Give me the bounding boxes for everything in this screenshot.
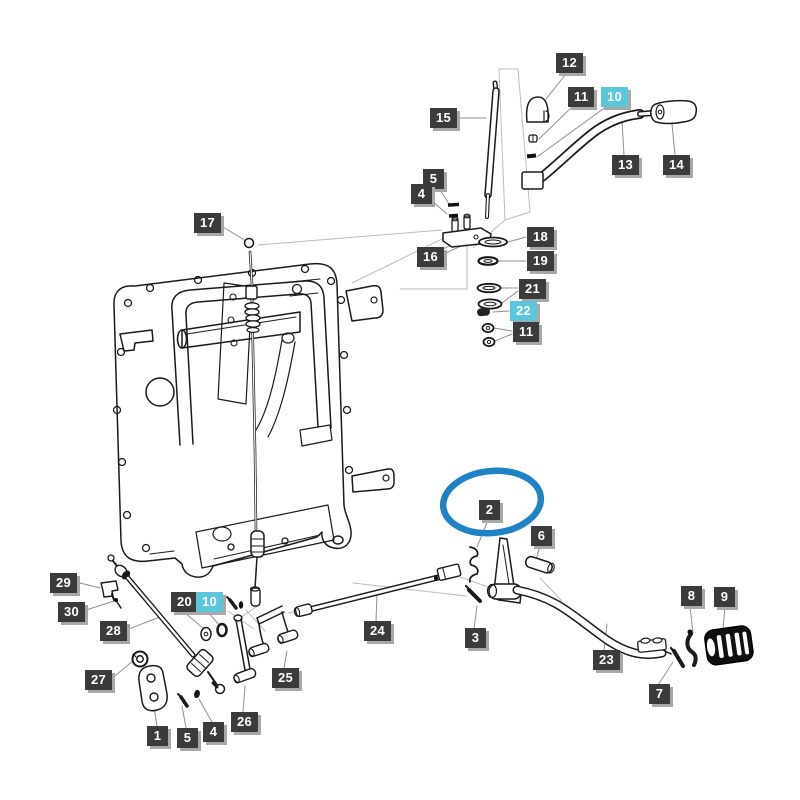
part-label-24[interactable]: 24 [364, 621, 392, 641]
part-label-7[interactable]: 7 [649, 684, 670, 704]
reference-panel [498, 68, 531, 221]
shift-lever-assembly [484, 80, 698, 219]
part-label-4-bottom[interactable]: 4 [203, 722, 224, 742]
part-label-23[interactable]: 23 [593, 650, 621, 670]
part-label-17[interactable]: 17 [194, 213, 222, 233]
part-label-10-bottom[interactable]: 10 [196, 592, 224, 612]
part-label-12[interactable]: 12 [556, 53, 584, 73]
part-label-16[interactable]: 16 [417, 247, 445, 267]
part-label-9[interactable]: 9 [714, 587, 735, 607]
cable-assembly [100, 554, 226, 712]
part-label-8[interactable]: 8 [681, 586, 702, 606]
part-label-21[interactable]: 21 [519, 279, 547, 299]
pedal-pad [704, 625, 754, 666]
part-label-11-mid[interactable]: 11 [513, 322, 540, 342]
part-label-3[interactable]: 3 [465, 628, 486, 648]
part-label-5-bottom[interactable]: 5 [177, 728, 198, 748]
part-label-28[interactable]: 28 [100, 621, 128, 641]
highlight-ellipse [439, 467, 545, 537]
part-label-19[interactable]: 19 [527, 251, 555, 271]
spring-2 [468, 546, 479, 583]
clevis-pin-6 [524, 555, 555, 574]
washer-stack [476, 236, 508, 348]
part-label-6[interactable]: 6 [531, 526, 552, 546]
part-label-4-top[interactable]: 4 [411, 184, 432, 204]
part-label-11-top[interactable]: 11 [568, 87, 595, 107]
part-label-27[interactable]: 27 [85, 670, 113, 690]
link-and-yoke [200, 596, 299, 684]
part-label-1[interactable]: 1 [147, 726, 168, 746]
part-label-14[interactable]: 14 [663, 155, 691, 175]
part-label-18[interactable]: 18 [527, 227, 555, 247]
part-label-20[interactable]: 20 [171, 592, 199, 612]
part-label-26[interactable]: 26 [231, 712, 259, 732]
pedal-assembly [512, 585, 754, 668]
part-label-13[interactable]: 13 [612, 155, 640, 175]
part-label-30[interactable]: 30 [58, 602, 86, 622]
pedal-spring [685, 632, 698, 667]
cross-rod [293, 563, 462, 618]
part-label-29[interactable]: 29 [50, 573, 78, 593]
part-label-22[interactable]: 22 [510, 301, 538, 321]
part-label-25[interactable]: 25 [272, 668, 300, 688]
part-label-15[interactable]: 15 [430, 108, 458, 128]
part-label-10-top[interactable]: 10 [601, 87, 629, 107]
part-label-2[interactable]: 2 [479, 500, 500, 520]
cable-rod [243, 237, 265, 607]
